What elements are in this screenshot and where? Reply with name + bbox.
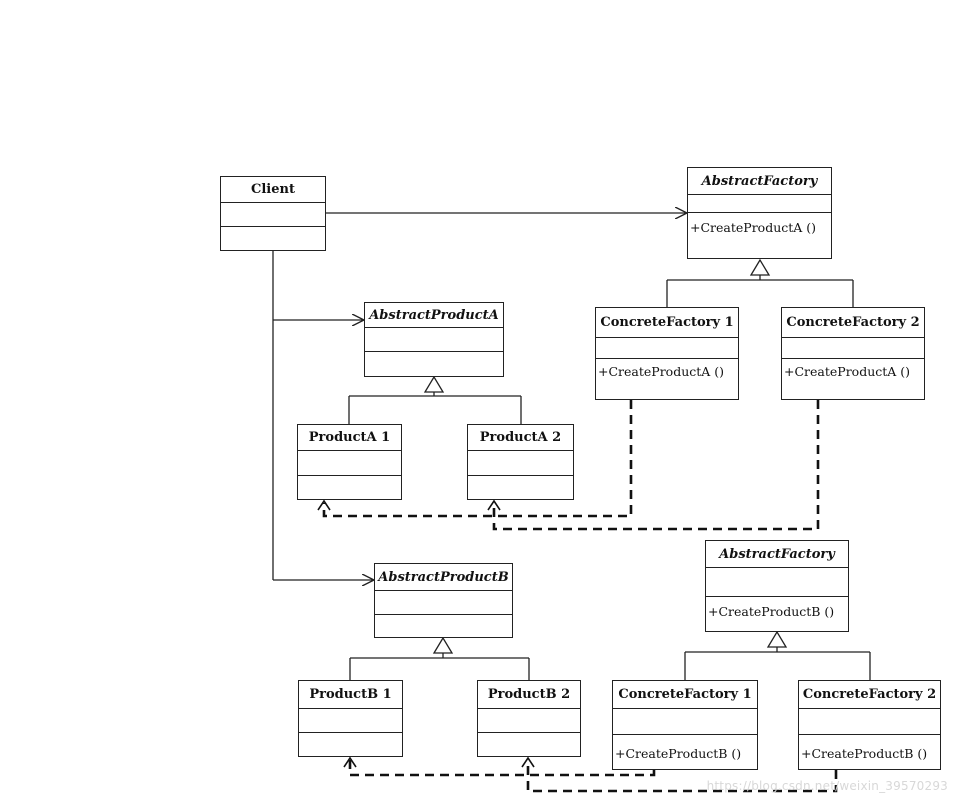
class-concrete-factory-b1[interactable]: ConcreteFactory 1 +CreateProductB () [612, 680, 758, 770]
class-name: ConcreteFactory 1 [600, 315, 734, 330]
class-abstract-product-a[interactable]: AbstractProductA [364, 302, 504, 377]
class-name: ProductA 1 [308, 430, 391, 445]
generalization-product-b [349, 636, 530, 680]
class-concrete-factory-b2[interactable]: ConcreteFactory 2 +CreateProductB () [798, 680, 941, 770]
class-abstract-factory-b[interactable]: AbstractFactory +CreateProductB () [705, 540, 849, 632]
dependency-factory-b-products [348, 760, 838, 793]
class-concrete-factory-a1[interactable]: ConcreteFactory 1 +CreateProductA () [595, 307, 739, 400]
class-name: ConcreteFactory 2 [802, 687, 937, 702]
class-operation: +CreateProductB () [801, 746, 928, 761]
class-product-a2[interactable]: ProductA 2 [467, 424, 574, 500]
generalization-factory-a [666, 258, 854, 307]
class-name: ConcreteFactory 1 [618, 687, 752, 702]
class-abstract-product-b[interactable]: AbstractProductB [374, 563, 513, 638]
class-name: ConcreteFactory 2 [786, 315, 920, 330]
class-product-b1[interactable]: ProductB 1 [298, 680, 403, 757]
association-client-products [272, 251, 374, 580]
class-operation: +CreateProductA () [784, 364, 911, 379]
class-name: Client [251, 182, 295, 197]
class-client[interactable]: Client [220, 176, 326, 251]
class-operation: +CreateProductA () [598, 364, 725, 379]
class-operation: +CreateProductA () [690, 220, 817, 235]
class-name: AbstractFactory [701, 174, 818, 189]
class-operation: +CreateProductB () [615, 746, 742, 761]
watermark-text: https://blog.csdn.net/weixin_39570293 [706, 779, 948, 793]
dependency-arrowheads-a [317, 499, 501, 511]
dependency-factory-a-products [322, 400, 820, 531]
class-operation: +CreateProductB () [708, 604, 835, 619]
class-product-b2[interactable]: ProductB 2 [477, 680, 581, 757]
class-concrete-factory-a2[interactable]: ConcreteFactory 2 +CreateProductA () [781, 307, 925, 400]
class-abstract-factory-a[interactable]: AbstractFactory +CreateProductA () [687, 167, 832, 259]
class-name: ProductB 2 [487, 687, 571, 702]
class-name: ProductA 2 [479, 430, 562, 445]
class-name: AbstractFactory [719, 547, 835, 562]
class-name: AbstractProductB [378, 570, 509, 585]
dependency-arrowheads-b [343, 756, 535, 768]
class-name: ProductB 1 [309, 687, 392, 702]
generalization-factory-b [684, 630, 871, 680]
class-name: AbstractProductA [369, 308, 499, 323]
generalization-product-a [348, 375, 522, 424]
class-product-a1[interactable]: ProductA 1 [297, 424, 402, 500]
